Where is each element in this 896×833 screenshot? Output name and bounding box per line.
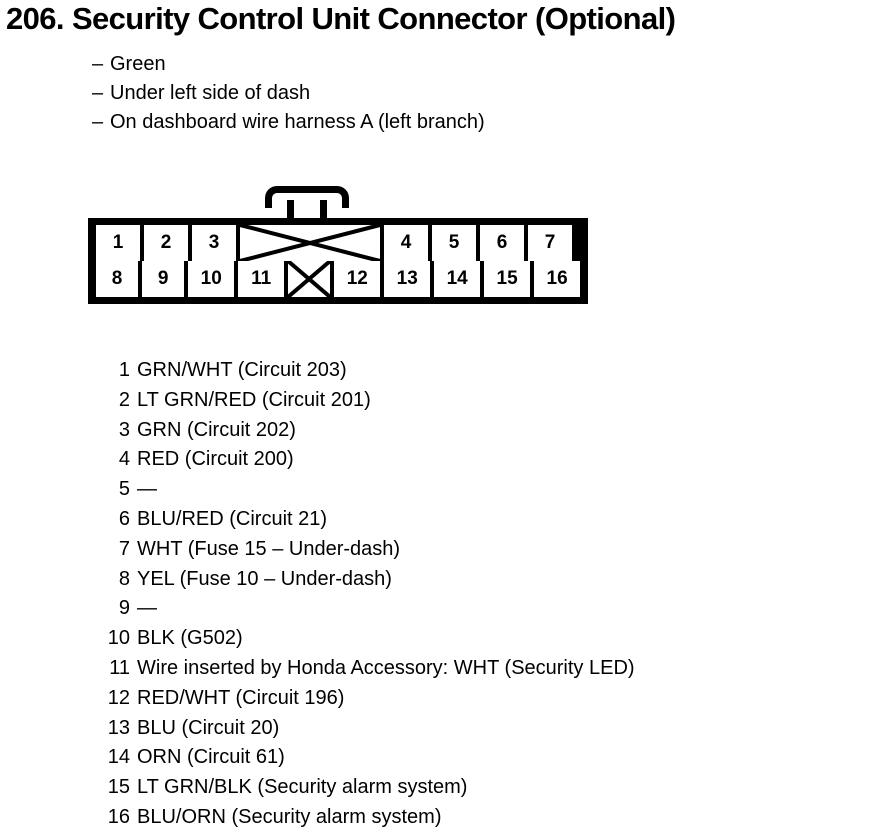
connector-pin-8: 8	[96, 261, 139, 297]
connector-pin-14: 14	[434, 261, 481, 297]
pin-number: 2	[118, 388, 130, 411]
pin-number: 16	[107, 805, 130, 828]
pin-number: 4	[118, 448, 130, 471]
connector-cavity-blocked	[288, 261, 331, 297]
description-item: –Green	[92, 50, 792, 79]
connector-pin-10: 10	[188, 261, 235, 297]
description-item: –On dashboard wire harness A (left branc…	[92, 108, 792, 137]
pin-number: 8	[118, 567, 130, 590]
latch-neck	[287, 200, 327, 224]
pin-list-item: 13 BLU (Circuit 20)	[100, 714, 860, 744]
pin-assignment-list: 1 GRN/WHT (Circuit 203) 2 LT GRN/RED (Circu…	[100, 356, 860, 833]
pin-description: RED (Circuit 200)	[137, 448, 294, 471]
pin-number: 10	[107, 627, 130, 650]
pin-description: BLU/ORN (Security alarm system)	[137, 805, 442, 828]
pin-number: 6	[118, 507, 130, 530]
pin-description: BLK (G502)	[137, 627, 243, 650]
pin-number: 7	[118, 537, 130, 560]
connector-pin-5: 5	[432, 225, 476, 261]
pin-description: YEL (Fuse 10 – Under-dash)	[137, 567, 392, 590]
pin-list-item: 8 YEL (Fuse 10 – Under-dash)	[100, 565, 860, 595]
pin-description: WHT (Fuse 15 – Under-dash)	[137, 537, 401, 560]
pin-number: 11	[109, 656, 130, 679]
pin-list-item: 16 BLU/ORN (Security alarm system)	[100, 803, 860, 833]
pin-list-item: 1 GRN/WHT (Circuit 203)	[100, 356, 860, 386]
connector-pin-3: 3	[192, 225, 236, 261]
pin-description: LT GRN/RED (Circuit 201)	[137, 388, 371, 411]
connector-pin-12: 12	[334, 261, 381, 297]
pin-list-item: 10 BLK (G502)	[100, 624, 860, 654]
pin-list-item: 4 RED (Circuit 200)	[100, 445, 860, 475]
connector-pin-7: 7	[528, 225, 572, 261]
bullet-dash-icon: –	[92, 53, 104, 75]
pin-description: BLU (Circuit 20)	[137, 716, 280, 739]
pin-description: BLU/RED (Circuit 21)	[137, 507, 328, 530]
pin-description: GRN (Circuit 202)	[137, 418, 296, 441]
pin-list-item: 2 LT GRN/RED (Circuit 201)	[100, 386, 860, 416]
connector-pin-11: 11	[238, 261, 285, 297]
pin-list-item: 11 Wire inserted by Honda Accessory: WHT …	[100, 654, 860, 684]
pin-list-item: 6 BLU/RED (Circuit 21)	[100, 505, 860, 535]
pin-list-item: 9—	[100, 594, 860, 624]
pin-list-item: 5—	[100, 475, 860, 505]
pin-number: 14	[107, 746, 130, 769]
description-item: –Under left side of dash	[92, 79, 792, 108]
description-item-text: On dashboard wire harness A (left branch…	[110, 111, 485, 133]
pin-description: RED/WHT (Circuit 196)	[137, 686, 345, 709]
connector-pin-2: 2	[144, 225, 188, 261]
pin-number: 1	[118, 359, 130, 381]
bullet-dash-icon: –	[92, 111, 104, 133]
pin-number: 13	[107, 716, 130, 739]
pin-list-item: 14 ORN (Circuit 61)	[100, 743, 860, 773]
connector-pin-13: 13	[384, 261, 431, 297]
pin-number: 15	[107, 776, 130, 799]
description-item-text: Under left side of dash	[110, 82, 311, 104]
latch-head	[265, 186, 349, 208]
pin-list-item: 12 RED/WHT (Circuit 196)	[100, 684, 860, 714]
pin-number: 12	[107, 686, 130, 709]
pin-description: —	[137, 597, 157, 620]
connector-latch-tab	[265, 186, 349, 224]
connector-pin-15: 15	[484, 261, 531, 297]
pin-description: GRN/WHT (Circuit 203)	[137, 359, 347, 381]
connector-pin-16: 16	[534, 261, 581, 297]
pin-list-item: 7 WHT (Fuse 15 – Under-dash)	[100, 535, 860, 565]
description-item-text: Green	[110, 53, 166, 75]
connector-pin-1: 1	[96, 225, 140, 261]
page-title: 206. Security Control Unit Connector (Op…	[6, 1, 676, 36]
pin-list-item: 3 GRN (Circuit 202)	[100, 416, 860, 446]
connector-pin-4: 4	[384, 225, 428, 261]
pin-description: Wire inserted by Honda Accessory: WHT (S…	[137, 656, 635, 679]
connector-cavity-blocked	[240, 225, 380, 261]
pin-list-item: 15 LT GRN/BLK (Security alarm system)	[100, 773, 860, 803]
connector-pin-9: 9	[142, 261, 185, 297]
pin-number: 5	[118, 478, 130, 501]
bullet-dash-icon: –	[92, 82, 104, 104]
pin-description: LT GRN/BLK (Security alarm system)	[137, 776, 468, 799]
pin-description: ORN (Circuit 61)	[137, 746, 285, 769]
connector-pin-6: 6	[480, 225, 524, 261]
pin-number: 9	[118, 597, 130, 620]
pin-description: —	[137, 478, 157, 501]
pin-number: 3	[118, 418, 130, 441]
connector-description-list: –Green–Under left side of dash–On dashbo…	[92, 50, 792, 137]
